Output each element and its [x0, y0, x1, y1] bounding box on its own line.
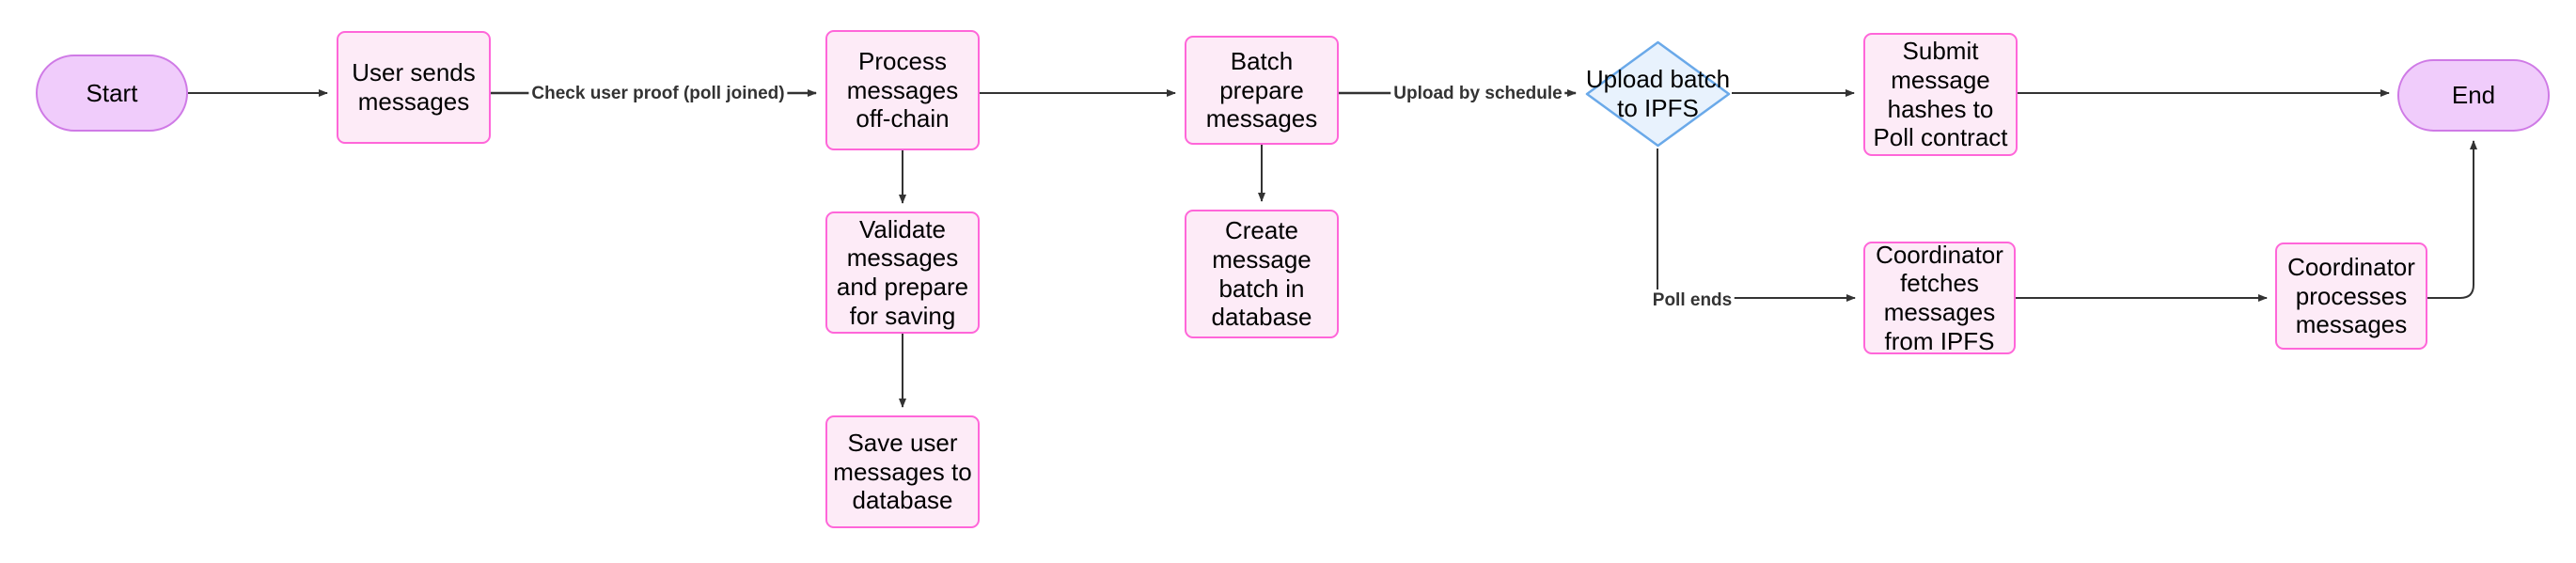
node-end-label: End	[2451, 81, 2496, 110]
node-save-user-messages[interactable]: Save user messages to database	[825, 415, 980, 528]
node-coordinator-fetches-messages[interactable]: Coordinator fetches messages from IPFS	[1863, 240, 2016, 355]
node-coordinator-fetches-messages-label: Coordinator fetches messages from IPFS	[1876, 240, 2003, 355]
node-validate-messages-label: Validate messages and prepare for saving	[836, 214, 969, 330]
node-submit-message-hashes[interactable]: Submit message hashes to Poll contract	[1863, 33, 2018, 156]
node-end[interactable]: End	[2397, 59, 2550, 132]
node-create-message-batch-label: Create message batch in database	[1211, 216, 1312, 332]
node-process-messages-off-chain[interactable]: Process messages off-chain	[825, 30, 980, 150]
edge-label-check-user-proof: Check user proof (poll joined)	[528, 83, 788, 105]
node-batch-prepare-messages-label: Batch prepare messages	[1205, 46, 1318, 133]
node-submit-message-hashes-label: Submit message hashes to Poll contract	[1873, 37, 2008, 152]
node-user-sends-messages-label: User sends messages	[352, 58, 476, 116]
node-process-messages-off-chain-label: Process messages off-chain	[846, 46, 959, 133]
node-start[interactable]: Start	[36, 55, 188, 132]
node-batch-prepare-messages[interactable]: Batch prepare messages	[1185, 36, 1339, 145]
node-coordinator-processes-messages-label: Coordinator processes messages	[2287, 252, 2415, 339]
node-create-message-batch[interactable]: Create message batch in database	[1185, 210, 1339, 338]
node-validate-messages[interactable]: Validate messages and prepare for saving	[825, 211, 980, 334]
edge-coordinator-processes-to-end	[2427, 140, 2477, 299]
node-save-user-messages-label: Save user messages to database	[833, 428, 972, 515]
node-upload-batch-to-ipfs[interactable]: Upload batch to IPFS	[1584, 39, 1732, 149]
edge-label-upload-by-schedule: Upload by schedule	[1390, 83, 1565, 105]
edge-label-poll-ends: Poll ends	[1649, 289, 1736, 312]
edge-upload-ipfs-to-coordinator-fetches	[1657, 149, 1856, 302]
node-coordinator-processes-messages[interactable]: Coordinator processes messages	[2275, 242, 2427, 350]
node-user-sends-messages[interactable]: User sends messages	[337, 31, 491, 144]
node-start-label: Start	[86, 78, 138, 107]
diamond-shape	[1585, 40, 1731, 148]
